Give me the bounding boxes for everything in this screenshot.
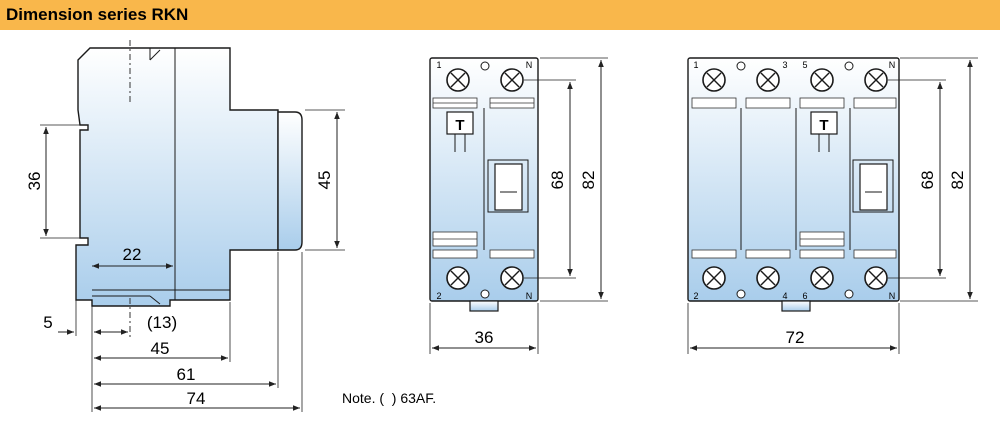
side-clip [149,49,161,61]
terminal-screw[interactable] [702,68,726,92]
two-pole-toggle-lever[interactable] [494,163,523,211]
four-pole-stripe [799,249,845,259]
page-header: Dimension series RKN [0,0,1000,30]
side-clip [149,295,161,305]
dim-label-82: 82 [579,171,598,190]
four-pole-test-button[interactable] [810,111,838,135]
four-pole-stripe [691,249,737,259]
dim-label-5: 5 [43,313,52,332]
terminal-hole [480,289,490,299]
four-pole-stripe [853,249,897,259]
terminal-screw[interactable] [756,68,780,92]
terminal-label: 2 [693,291,698,301]
terminal-screw[interactable] [702,266,726,290]
dim-label-68: 68 [548,171,567,190]
terminal-label: 2 [436,291,441,301]
four-pole-test-label: T [819,117,828,134]
terminal-hole [480,61,490,71]
terminal-screw[interactable] [446,266,470,290]
terminal-label: N [889,291,896,301]
note-text: Note. ( ) 63AF. [342,390,436,406]
terminal-screw[interactable] [446,68,470,92]
four-pole-stripe [799,97,845,109]
dim-label-45-vertical: 45 [315,171,334,190]
four-pole-stripe [745,249,791,259]
four-pole-stripe [853,97,897,109]
terminal-label: 1 [693,60,698,70]
two-pole-test-button[interactable] [446,111,474,135]
four-pole-view: T 1 3 5 N [687,57,978,354]
terminal-screw[interactable] [864,68,888,92]
dim-label-45-horizontal: 45 [151,339,170,358]
terminal-label: N [889,60,896,70]
terminal-label: 6 [802,291,807,301]
terminal-label: 4 [782,291,787,301]
dim-label-61: 61 [177,365,196,384]
two-pole-toggle-frame [487,159,529,213]
terminal-label: 5 [802,60,807,70]
dim-label-72-width: 72 [786,328,805,347]
dim-label-13: (13) [147,313,177,332]
terminal-screw[interactable] [500,68,524,92]
terminal-hole [736,289,746,299]
terminal-screw[interactable] [864,266,888,290]
dim-label-36-width: 36 [475,328,494,347]
dim-label-68: 68 [918,171,937,190]
four-pole-toggle-lever[interactable] [859,163,888,211]
dim-label-36: 36 [25,172,44,191]
terminal-hole [736,61,746,71]
two-pole-view: T 1 N 2 [429,57,608,354]
terminal-screw[interactable] [756,266,780,290]
side-front-face [277,111,303,251]
side-view: 36 45 22 5 (13) 45 61 74 [25,40,345,412]
two-pole-test-label: T [455,117,464,134]
four-pole-stripe [745,97,791,109]
two-pole-stripe [489,249,535,259]
four-pole-toggle-frame [852,159,894,213]
terminal-screw[interactable] [810,266,834,290]
page-title: Dimension series RKN [6,5,189,24]
terminal-label: N [526,60,533,70]
terminal-label: N [526,291,533,301]
terminal-screw[interactable] [500,266,524,290]
terminal-screw[interactable] [810,68,834,92]
dim-label-22: 22 [123,245,142,264]
terminal-hole [844,61,854,71]
two-pole-bottom-tab [469,300,499,312]
dim-label-74: 74 [187,389,206,408]
dim-label-82: 82 [948,171,967,190]
terminal-hole [844,289,854,299]
side-body-outline [75,47,279,307]
four-pole-bottom-tab [781,300,811,312]
two-pole-stripe [432,249,478,259]
four-pole-stripe [691,97,737,109]
terminal-label: 3 [782,60,787,70]
terminal-label: 1 [436,60,441,70]
